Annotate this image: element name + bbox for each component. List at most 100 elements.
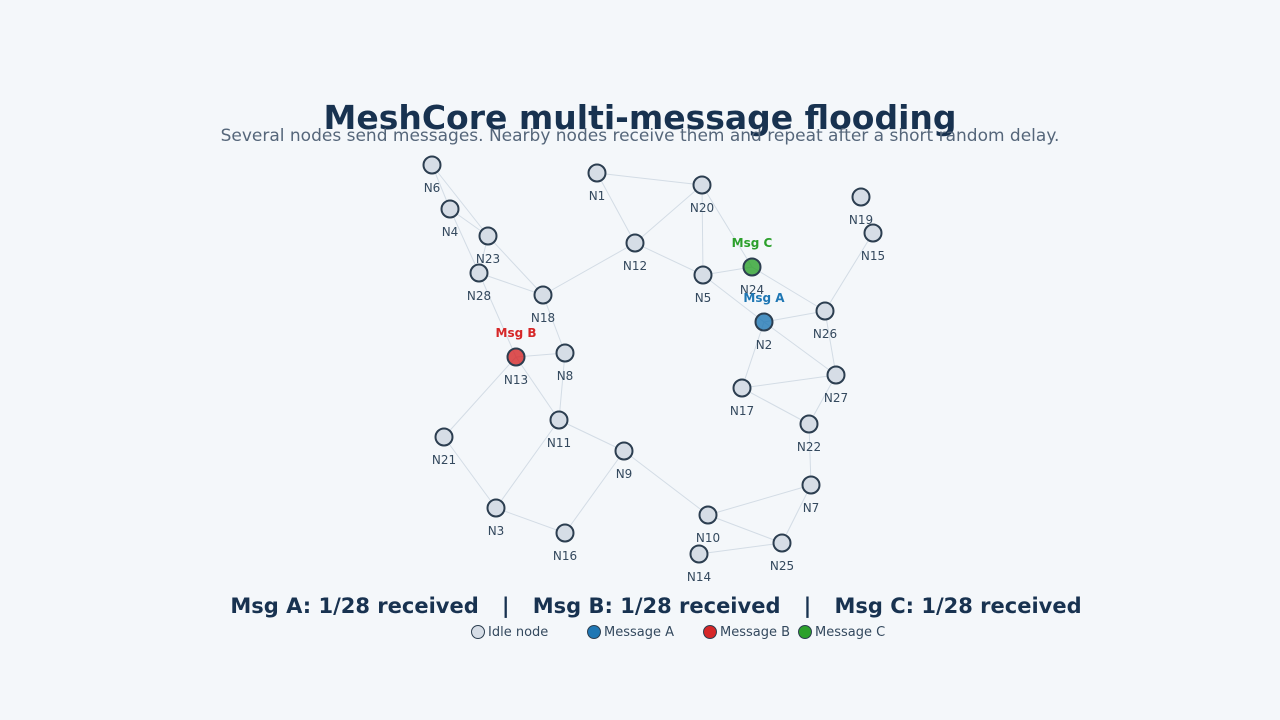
node-n10 [698,505,718,525]
status-separator: | [501,594,510,618]
edge-n26-n24 [751,266,826,312]
edge-n18-n12 [542,242,636,296]
edge-n4-n28 [449,208,480,274]
node-n23 [478,226,498,246]
node-n8 [555,343,575,363]
status-msg-a: Msg A: 1/28 received [230,594,479,618]
node-label-n1: N1 [589,189,606,203]
edge-n25-n7 [781,484,812,544]
node-label-n15: N15 [861,249,885,263]
node-label-n9: N9 [616,467,633,481]
edge-n21-n3 [443,436,497,509]
edge-n17-n2 [741,321,765,389]
status-line: Msg A: 1/28 received | Msg B: 1/28 receive… [0,594,1280,618]
node-label-n27: N27 [824,391,848,405]
node-n7 [801,475,821,495]
edge-n17-n27 [741,374,837,389]
node-label-n12: N12 [623,259,647,273]
node-n16 [555,523,575,543]
node-n5 [693,265,713,285]
edge-n2-n27 [763,321,837,376]
edge-n12-n20 [634,184,703,244]
node-n22 [799,414,819,434]
node-label-n8: N8 [557,369,574,383]
node-label-n2: N2 [756,338,773,352]
legend-swatch-icon [471,625,485,639]
legend-item-msg-a: Message A [587,622,674,642]
labels-layer: N1N2N3N4N5N6N7N8N9N10N11N12N13N14N15N16N… [424,181,885,584]
node-n27 [826,365,846,385]
node-n28 [469,263,489,283]
node-n4 [440,199,460,219]
page-subtitle: Several nodes send messages. Nearby node… [220,126,1060,146]
nodes-layer [422,155,883,564]
edge-n11-n3 [495,419,560,509]
edge-n28-n13 [478,272,517,358]
node-label-n7: N7 [803,501,820,515]
edge-n16-n9 [564,450,625,534]
node-label-n6: N6 [424,181,441,195]
node-n24 [742,257,762,277]
node-label-n13: N13 [504,373,528,387]
edge-n2-n26 [763,310,826,323]
node-label-n10: N10 [696,531,720,545]
message-label-n24: Msg C [732,236,773,250]
node-n19 [851,187,871,207]
node-label-n20: N20 [690,201,714,215]
edge-n11-n9 [558,419,625,452]
status-msg-b: Msg B: 1/28 received [532,594,781,618]
node-n26 [815,301,835,321]
node-label-n21: N21 [432,453,456,467]
edge-n1-n20 [596,172,703,186]
edge-n14-n25 [698,542,783,555]
node-n2 [754,312,774,332]
node-n17 [732,378,752,398]
node-n3 [486,498,506,518]
node-n18 [533,285,553,305]
legend-label: Message A [604,624,675,640]
node-n13 [506,347,526,367]
legend: Idle node Message A Message B Message C [0,622,1280,642]
edge-n6-n23 [431,164,489,237]
node-label-n24: N24 [740,283,764,297]
edge-n24-n20 [701,184,753,268]
edges-layer [431,164,874,555]
edge-n26-n27 [824,310,837,376]
edge-n5-n12 [634,242,704,276]
edge-n10-n25 [707,514,783,544]
node-label-n4: N4 [442,225,459,239]
status-msg-c: Msg C: 1/28 received [834,594,1082,618]
node-label-n14: N14 [687,570,711,584]
edge-n28-n18 [478,272,544,296]
legend-label: Message C [815,624,886,640]
legend-swatch-icon [703,625,717,639]
edge-n7-n22 [808,423,812,486]
node-label-n18: N18 [531,311,555,325]
legend-swatch-icon [587,625,601,639]
edge-n12-n1 [596,172,636,244]
node-n1 [587,163,607,183]
node-label-n22: N22 [797,440,821,454]
legend-item-msg-c: Message C [798,622,885,642]
edge-n3-n16 [495,507,566,534]
edge-n2-n5 [702,274,765,323]
legend-item-idle: Idle node [471,622,548,642]
node-label-n5: N5 [695,291,712,305]
message-label-n2: Msg A [743,291,785,305]
edge-n13-n11 [515,356,560,421]
edge-n13-n21 [443,356,517,438]
node-label-n23: N23 [476,252,500,266]
node-n9 [614,441,634,461]
node-label-n16: N16 [553,549,577,563]
legend-label: Message B [720,624,791,640]
node-label-n26: N26 [813,327,837,341]
edge-n10-n7 [707,484,812,516]
node-n14 [689,544,709,564]
node-n11 [549,410,569,430]
edge-n18-n8 [542,294,566,354]
status-separator: | [803,594,812,618]
node-label-n19: N19 [849,213,873,227]
node-n12 [625,233,645,253]
node-label-n17: N17 [730,404,754,418]
